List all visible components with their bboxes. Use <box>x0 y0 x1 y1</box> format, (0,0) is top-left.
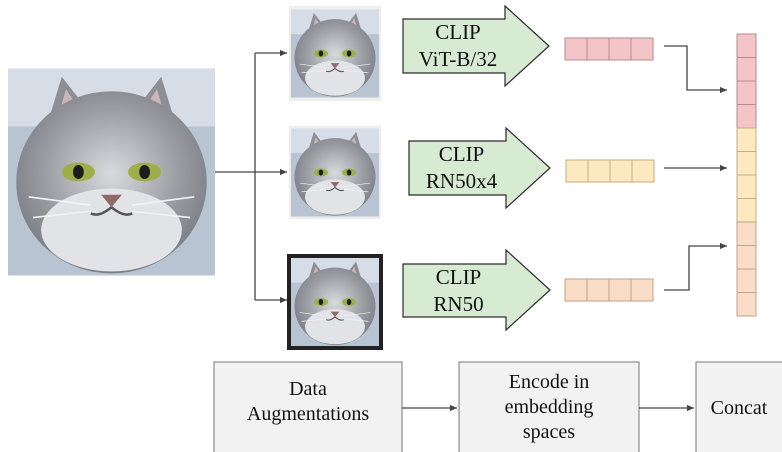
encoder-arrow-vit-b32 <box>402 4 550 88</box>
encoder-arrow-rn50 <box>402 248 551 332</box>
concatenated-vector <box>736 33 757 317</box>
embedding-vector-2 <box>565 159 655 183</box>
encoder-arrow-rn50x4 <box>408 126 551 210</box>
concat-connectors <box>664 45 727 291</box>
branch-connectors <box>215 49 287 304</box>
augmented-crop-3 <box>287 254 383 350</box>
pipeline-box-data-augmentations <box>213 361 403 452</box>
input-cat-photo <box>8 68 215 276</box>
augmented-crop-2 <box>289 126 381 219</box>
augmented-crop-1 <box>289 6 381 101</box>
pipeline-box-encode <box>458 361 640 452</box>
embedding-vector-3 <box>564 278 654 302</box>
pipeline-box-concat <box>695 361 782 452</box>
embedding-vector-1 <box>564 37 654 61</box>
